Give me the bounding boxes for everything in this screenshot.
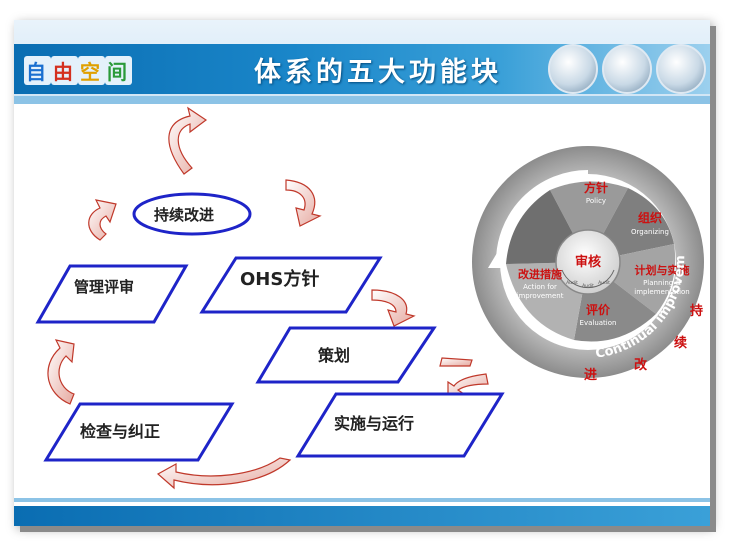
wheel-eval-cn: 评价 [586, 303, 611, 317]
improvement-wheel: 方针 Policy 组织 Organizing 审核 Audit Audit A… [470, 144, 704, 378]
arrow-to-planning [371, 289, 416, 327]
wheel-center: 审核 [575, 254, 601, 270]
wheel-org-en: Organizing [631, 228, 669, 236]
wheel-center-small-mid: Audit [582, 283, 594, 289]
node-planning: 策划 [318, 346, 351, 365]
wheel-plan-en-2: implementation [634, 288, 689, 296]
node-continual-shape [132, 192, 252, 236]
node-policy-shape [199, 256, 383, 314]
power-line-icon [602, 44, 652, 94]
header-stripe [14, 96, 710, 104]
wheel-policy-cn: 方针 [584, 180, 608, 195]
side-char-3: 改 [634, 358, 648, 373]
satellite-icon [656, 44, 706, 94]
wheel-hub [555, 229, 621, 295]
wheel-action-cn: 改进措施 [518, 267, 562, 281]
logo-char-1: 自 [24, 56, 51, 85]
node-check-shape [43, 402, 235, 462]
footer-bar [14, 506, 710, 526]
arrow-to-review [47, 339, 75, 405]
arrow-to-check [156, 457, 292, 490]
arrow-to-continual [88, 199, 117, 241]
arrow-to-implement [439, 357, 473, 367]
node-review: 管理评审 [74, 278, 135, 296]
wheel-action-en-1: Action for [523, 283, 557, 291]
node-continual: 持续改进 [154, 206, 215, 224]
wheel-action-en-2: improvement [517, 292, 564, 300]
side-char-2: 续 [674, 336, 688, 351]
slide: 自由空间 体系的五大功能块 持续改进 管理评审 OHS方针 策划 检 [14, 20, 710, 526]
wheel-org-cn: 组织 [638, 210, 662, 225]
arrow-to-policy [285, 179, 322, 227]
footer-stripe [14, 498, 710, 502]
node-review-shape [35, 264, 189, 324]
logo-char-2: 由 [51, 56, 78, 85]
flow-diagram [35, 106, 505, 490]
wheel-ring-arrow [495, 170, 589, 265]
wheel-eval-en: Evaluation [580, 319, 617, 327]
node-implement: 实施与运行 [334, 414, 415, 433]
node-implement-shape [295, 392, 505, 458]
wheel-plan-en-1: Planning & [643, 279, 681, 287]
side-char-4: 进 [584, 368, 598, 383]
logo-char-4: 间 [105, 56, 132, 85]
wheel-ring-arrowhead [488, 248, 512, 268]
wheel-center-small-right: Audit [598, 280, 610, 286]
wheel-policy-en: Policy [586, 197, 606, 205]
wheel-blade-policy [550, 181, 628, 262]
node-policy: OHS方针 [240, 269, 320, 290]
side-char-1: 持 [690, 304, 704, 319]
logo: 自由空间 [24, 56, 132, 85]
logo-char-3: 空 [78, 56, 105, 85]
arrow-top [168, 106, 208, 175]
node-check: 检查与纠正 [80, 422, 161, 441]
node-planning-shape [255, 326, 437, 384]
power-tower-icon [548, 44, 598, 94]
page-title: 体系的五大功能块 [254, 57, 502, 88]
wheel-center-small-left: Audit [566, 280, 578, 286]
wheel-hub-arc [561, 269, 615, 289]
wheel-plan-cn: 计划与实施 [635, 263, 690, 277]
